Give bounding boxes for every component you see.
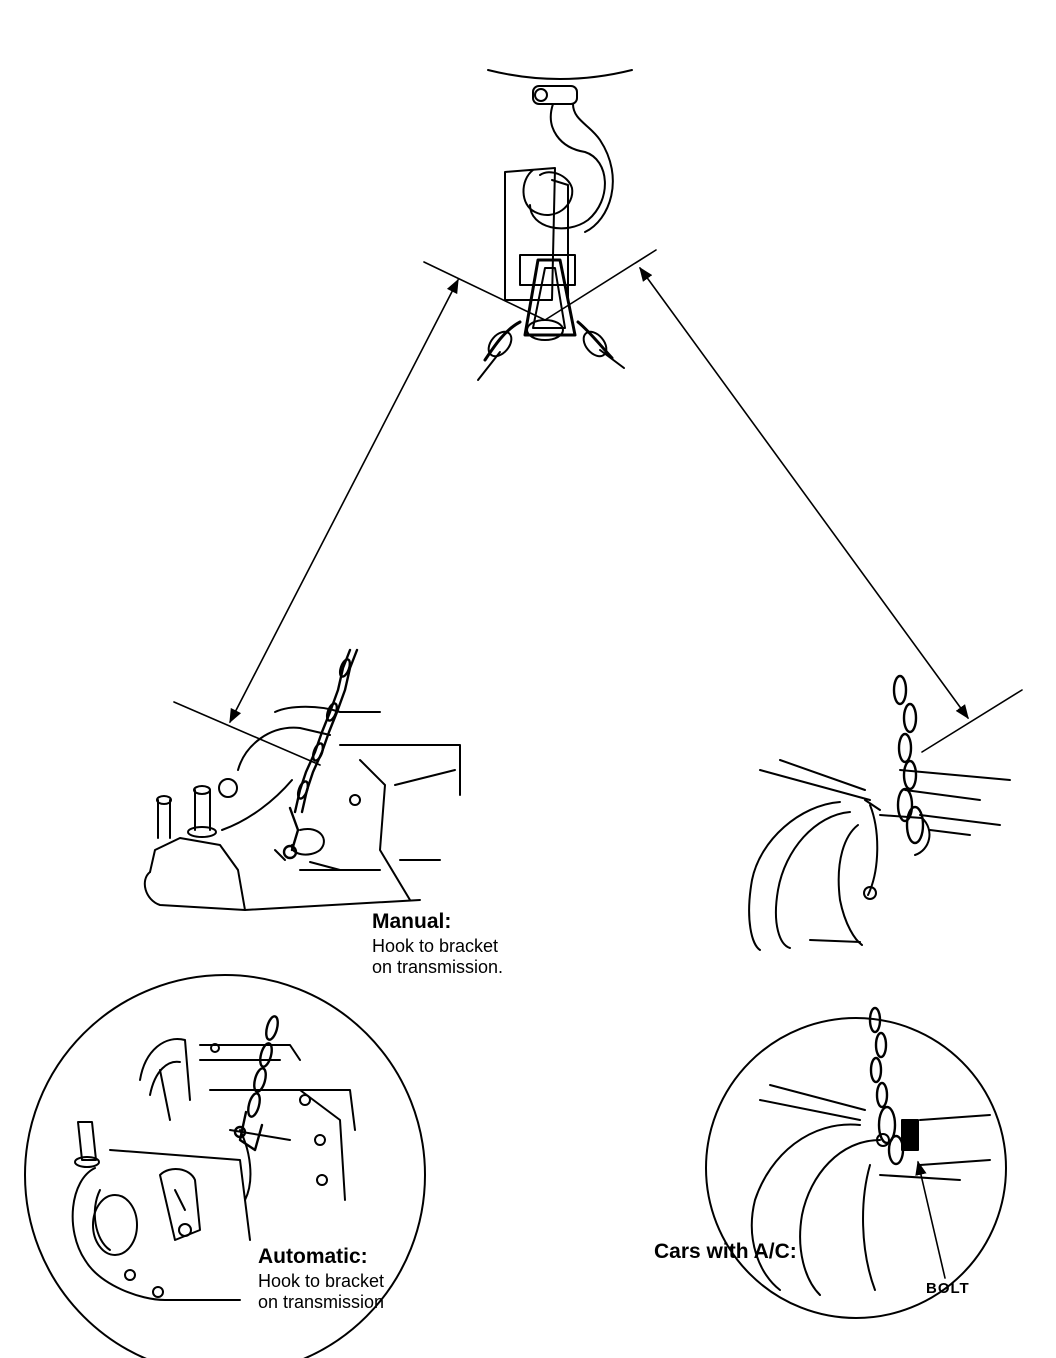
ac-inset: [705, 1017, 1007, 1319]
automatic-title: Automatic:: [258, 1245, 368, 1268]
ac-title: Cars with A/C:: [654, 1240, 797, 1263]
automatic-line-1: Hook to bracket: [258, 1271, 385, 1292]
automatic-line-2: on transmission: [258, 1291, 385, 1312]
angle-lines: [173, 249, 1023, 766]
right-chain: [892, 674, 925, 845]
ac-caption: Cars with A/C:: [654, 1240, 797, 1266]
automatic-caption: Automatic: Hook to bracket on transmissi…: [258, 1245, 384, 1313]
ac-chain: [868, 1006, 905, 1166]
manual-transmission-drawing: [143, 705, 461, 911]
manual-caption: Manual: Hook to bracket on transmission.: [372, 910, 503, 978]
hoist-hook-icon: [477, 69, 633, 381]
bolt-label: BOLT: [926, 1280, 970, 1297]
automatic-chain: [233, 1015, 279, 1152]
manual-line-1: Hook to bracket: [372, 936, 499, 957]
right-transmission-drawing: [748, 759, 1011, 951]
manual-chain: [282, 648, 359, 860]
manual-title: Manual:: [372, 910, 452, 933]
automatic-inset: [24, 974, 426, 1358]
manual-line-2: on transmission.: [372, 956, 504, 977]
